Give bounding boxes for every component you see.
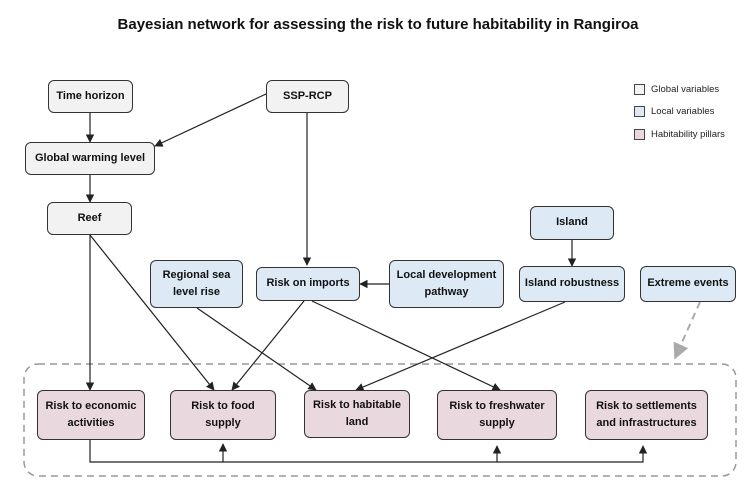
node-time-horizon: Time horizon [48,80,133,113]
node-label-line: activities [67,417,115,429]
edge-reef-to-risk-food [89,234,215,391]
node-label-line: Risk to food [191,399,255,412]
legend-swatch-global [634,83,645,95]
legend-label: Local variables [651,105,715,117]
pillars-bottom-connector [89,440,648,463]
legend-item-global: Global variables [634,82,719,96]
node-ssp-rcp: SSP-RCP [266,80,349,113]
node-label-line: Regional sea [162,268,231,281]
node-label-line: land [345,416,369,428]
pillars-enclosure [23,363,737,477]
node-label-line: Risk to habitable [312,398,402,411]
node-risk-on-imports: Risk on imports [256,267,360,301]
diagram-title: Bayesian network for assessing the risk … [117,16,639,33]
node-label-line: supply [479,417,515,429]
edge-risk-imports-to-risk-freshwater [311,300,501,391]
node-label-line: level rise [172,286,221,298]
node-island: Island [530,206,614,240]
node-label-line: pathway [424,286,469,298]
legend-item-local: Local variables [634,104,714,118]
legend-swatch-local [634,105,645,117]
node-island-robustness: Island robustness [519,266,625,302]
node-label-line: Risk to settlements [596,399,697,412]
node-regional-sea-level-rise: Regional sea level rise [150,260,243,308]
legend-swatch-pillars [634,128,645,140]
edge-extreme-events-to-pillars [673,301,701,360]
node-label-line: Local development [396,268,497,281]
edge-risk-imports-to-risk-food [231,300,305,391]
edge-ssp-rcp-to-global-warming [154,93,267,147]
node-risk-economic-activities: Risk to economic activities [37,390,145,440]
node-local-development-pathway: Local development pathway [389,260,504,308]
node-risk-food-supply: Risk to food supply [170,390,276,440]
edge-sea-level-to-risk-land [196,307,317,391]
node-global-warming-level: Global warming level [25,142,155,175]
legend-label: Global variables [651,83,720,95]
node-label-line: Risk to freshwater [449,399,545,412]
node-extreme-events: Extreme events [640,266,736,302]
node-reef: Reef [47,202,132,235]
edge-island-robustness-to-risk-land [355,301,566,391]
node-risk-freshwater-supply: Risk to freshwater supply [437,390,557,440]
node-label-line: and infrastructures [596,417,697,429]
legend-item-pillars: Habitability pillars [634,127,725,141]
node-label-line: Risk to economic [45,399,137,412]
node-label-line: supply [205,417,241,429]
legend-label: Habitability pillars [651,128,725,140]
node-risk-habitable-land: Risk to habitable land [304,390,410,438]
node-risk-settlements-infrastructures: Risk to settlements and infrastructures [585,390,708,440]
